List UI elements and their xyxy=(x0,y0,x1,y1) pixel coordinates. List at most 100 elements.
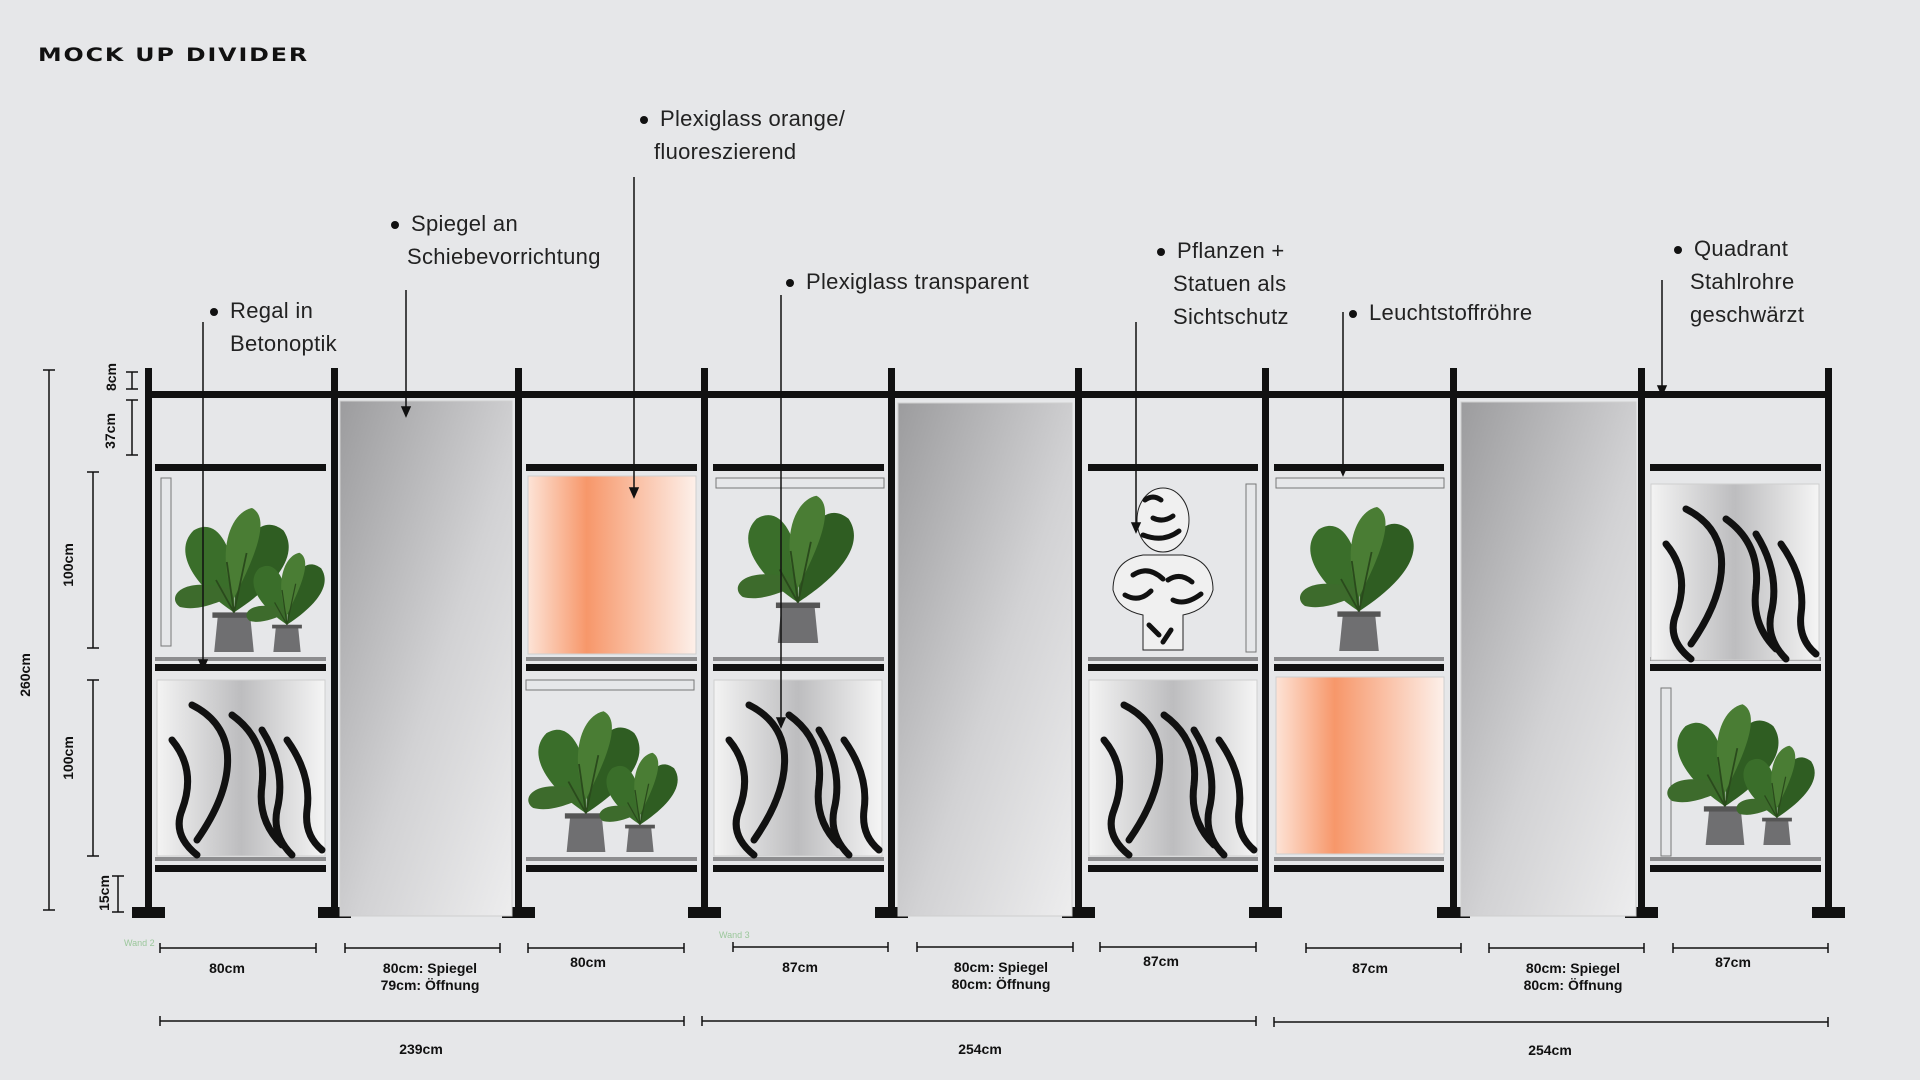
shelf-bar xyxy=(1650,464,1821,471)
steel-post xyxy=(331,368,338,911)
monstera-plant xyxy=(246,552,325,652)
fluorescent-tube xyxy=(525,679,695,691)
plant-leaf xyxy=(1736,798,1774,815)
module-dim: 87cm xyxy=(740,959,860,976)
plant-leaf xyxy=(599,805,637,822)
mirror-panel xyxy=(339,400,513,917)
swirl-stroke xyxy=(745,701,789,844)
monstera-plant xyxy=(1736,745,1815,845)
orange-plexiglass xyxy=(527,475,697,655)
plant-leaf xyxy=(1667,779,1721,803)
module-dim-line: 79cm: Öffnung xyxy=(380,977,480,993)
fluorescent-tube xyxy=(715,477,885,489)
shelf-slab xyxy=(1274,657,1444,661)
steel-post xyxy=(1825,368,1832,911)
steel-post xyxy=(1262,368,1269,911)
plant-pot xyxy=(273,627,301,652)
leader-lines xyxy=(197,177,1668,729)
module-dim: 87cm xyxy=(1101,953,1221,970)
shelves xyxy=(155,464,1821,872)
mirror-panel xyxy=(1460,401,1637,917)
pot-rim xyxy=(625,824,655,829)
shelf-bar xyxy=(526,664,697,671)
vertical-dimension-lines xyxy=(43,369,138,913)
plant-leaf xyxy=(789,495,826,588)
swirl-stroke xyxy=(1752,530,1790,663)
plant-pot xyxy=(626,827,654,852)
plant-stem xyxy=(567,755,600,814)
statue-bust xyxy=(1112,487,1214,651)
post-foot xyxy=(502,907,535,918)
steel-post xyxy=(888,368,895,911)
module-dim-line: 80cm: Öffnung xyxy=(1523,977,1623,993)
swirl-stroke xyxy=(1662,540,1695,663)
shelf-bar xyxy=(1274,664,1444,671)
monstera-plant xyxy=(599,752,678,852)
module-dim-line: 80cm: Spiegel xyxy=(382,960,478,976)
monstera-plant xyxy=(737,495,854,643)
steel-post xyxy=(701,368,708,911)
shelf-bar xyxy=(526,464,697,471)
bullet-icon xyxy=(1349,310,1357,318)
module-dim: 80cm xyxy=(528,954,648,971)
bullet-icon xyxy=(210,308,218,316)
pot-rim xyxy=(1762,817,1792,822)
wall-label: Wand 3 xyxy=(719,930,750,940)
swirl-stroke xyxy=(188,701,232,844)
top-beam xyxy=(148,391,1830,398)
mirrors xyxy=(339,400,1637,917)
shelf-bar xyxy=(155,464,326,471)
swirl-stroke xyxy=(1100,736,1133,859)
swirl-stroke xyxy=(1215,736,1258,854)
annotation-plexi-transparent: Plexiglass transparent xyxy=(786,265,1029,298)
shelf-bar xyxy=(1274,865,1444,872)
fluorescent-tube xyxy=(1660,687,1672,857)
plant-stem xyxy=(1706,748,1739,807)
plant-stem xyxy=(1340,551,1373,612)
wall-label: Wand 2 xyxy=(124,938,155,948)
group-dim: 254cm xyxy=(958,1041,1002,1057)
shelf-slab xyxy=(1274,857,1444,861)
shelf-slab xyxy=(155,857,326,861)
monstera-plant xyxy=(1300,507,1414,651)
shelf-bar xyxy=(713,865,884,872)
swirl-pattern xyxy=(1662,505,1820,663)
module-dim: 80cm xyxy=(167,960,287,977)
bullet-icon xyxy=(640,116,648,124)
swirl-stroke xyxy=(725,736,758,859)
annotation-line: Stahlrohre xyxy=(1690,269,1795,294)
plant-leaf xyxy=(246,605,284,622)
plant-leaf xyxy=(281,552,306,615)
swirl-stroke xyxy=(1120,701,1164,844)
steel-post xyxy=(145,368,152,911)
plant-leaf xyxy=(1716,704,1751,793)
module-dim-line: 80cm: Öffnung xyxy=(951,976,1051,992)
shelf-slab xyxy=(1088,857,1258,861)
pot-rim xyxy=(564,813,608,819)
module-dim-line: 87cm xyxy=(1143,953,1179,969)
post-foot xyxy=(1625,907,1658,918)
orange-plexiglass xyxy=(1275,676,1445,855)
page-title: MOCK UP DIVIDER xyxy=(38,44,310,66)
module-dim-line: 80cm: Spiegel xyxy=(1525,960,1621,976)
swirl-stroke xyxy=(258,726,296,859)
post-foot xyxy=(1249,907,1282,918)
annotation-plexi-orange: Plexiglass orange/ fluoreszierend xyxy=(640,102,845,168)
annotation-line: Leuchtstoffröhre xyxy=(1369,300,1533,325)
plant-pot xyxy=(777,606,819,643)
steel-post xyxy=(1450,368,1457,911)
plant-leaf xyxy=(634,752,659,815)
plant-pot xyxy=(566,816,606,852)
shelf-slab xyxy=(713,857,884,861)
swirl-stroke xyxy=(1190,726,1228,859)
shelf-bar xyxy=(1650,865,1821,872)
swirl-pattern xyxy=(168,701,326,859)
pot-rim xyxy=(1337,611,1381,617)
annotation-spiegel: Spiegel an Schiebevorrichtung xyxy=(391,207,601,273)
horizontal-dimension-lines xyxy=(159,942,1829,1027)
swirl-stroke xyxy=(168,736,201,859)
monstera-plant xyxy=(1667,704,1779,845)
module-dim-line: 87cm xyxy=(782,959,818,975)
